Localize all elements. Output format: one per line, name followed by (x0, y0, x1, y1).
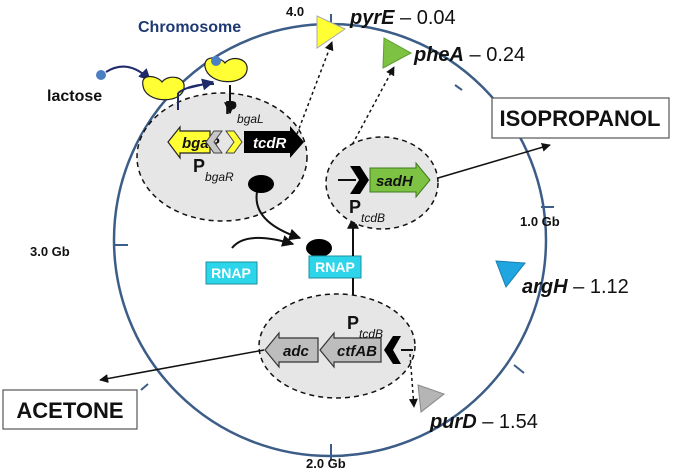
tick-label-0: 4.0 (286, 4, 304, 19)
ptcdB-chevron-sadH (350, 166, 369, 194)
purD-locus-marker (417, 384, 446, 413)
tick-label-2gb: 2.0 Gb (306, 456, 346, 471)
promoter-tcdB-sadH: PtcdB (349, 197, 385, 225)
promoter-bgaR: PbgaR (193, 156, 234, 184)
sadH-gene-label: sadH (376, 173, 414, 190)
lactose-bound-molecule (211, 56, 221, 66)
tick-label-3gb: 3.0 Gb (30, 244, 70, 259)
tcdR-to-rnap-arrow (255, 191, 302, 241)
lactose-binding-arrow (105, 65, 151, 81)
integration-arrow-purD (408, 353, 418, 408)
isopropanol-label: ISOPROPANOL (500, 106, 661, 131)
ctfAB-gene-label: ctfAB (337, 343, 377, 360)
integration-arrow-pyrE (296, 41, 334, 135)
adc-gene-label: adc (283, 343, 310, 360)
tcdR-rnap-complex-tcdR (306, 239, 332, 257)
promoter-chevron-left (205, 130, 223, 154)
acetone-arrow (99, 349, 265, 383)
rnap-free-label: RNAP (211, 265, 251, 281)
tcdR-gene-label: tcdR (253, 135, 287, 152)
isopropanol-arrow (437, 142, 551, 179)
lactose-label: lactose (47, 88, 102, 105)
pyrE-locus-marker (316, 15, 347, 49)
ctfAB-gene (319, 331, 382, 369)
module-bga-tcdR (136, 92, 308, 222)
rnap-bound-label: RNAP (315, 259, 355, 275)
acetone-box (2, 389, 138, 430)
isopropanol-box (491, 97, 670, 139)
argH-locus-marker (495, 260, 526, 288)
bgaR-protein-lactose-bound (142, 75, 185, 101)
tcdR-gene (244, 126, 304, 158)
chromosome-title: Chromosome (138, 19, 241, 36)
acetone-label: ACETONE (16, 398, 123, 423)
pyrE-label: pyrE – 0.04 (349, 7, 456, 29)
rnap-recruit-arrow (231, 235, 295, 249)
rnap-free (205, 261, 258, 285)
promoter-chevron-right (225, 130, 243, 154)
lactose-molecule (96, 70, 106, 80)
pheA-label: pheA – 0.24 (413, 44, 525, 66)
ptcdB-chevron-adc (384, 336, 401, 364)
adc-gene (264, 331, 319, 369)
bgaR-to-dna-arrow (187, 78, 215, 91)
tcdR-protein (248, 175, 274, 193)
promoter-bgaL: PbgaL (225, 98, 264, 126)
purD-label: purD – 1.54 (429, 411, 538, 433)
promoter-tcdB-adc: PtcdB (347, 313, 383, 341)
rnap-bound (308, 255, 362, 279)
tick-label-1gb: 1.0 Gb (520, 214, 560, 229)
argH-label: argH – 1.12 (522, 276, 629, 298)
pheA-locus-marker (382, 37, 413, 69)
sadH-gene (369, 161, 431, 199)
